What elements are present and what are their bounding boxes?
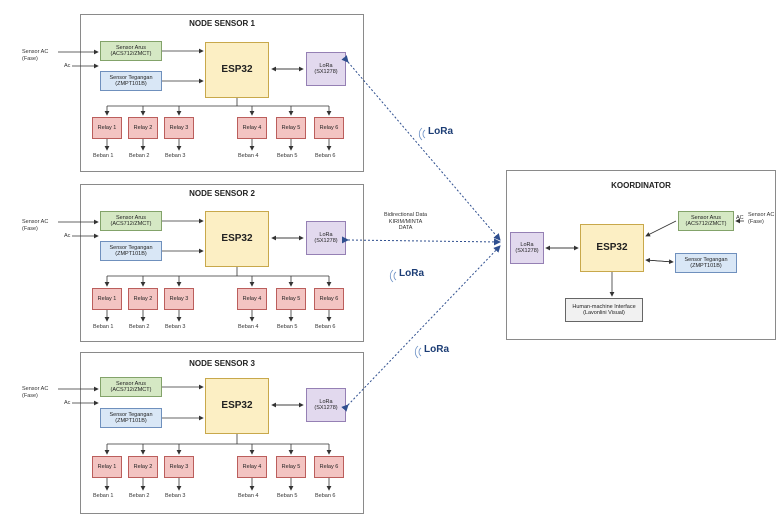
node-2-beban-4: Beban 4	[238, 324, 259, 330]
node-2-beban-6: Beban 6	[315, 324, 336, 330]
node-2-beban-1: Beban 1	[93, 324, 114, 330]
node-2-sensor-arus: Sensor Arus (ACS712/ZMCT)	[100, 211, 162, 231]
node-2-beban-5: Beban 5	[277, 324, 298, 330]
node-3-beban-1: Beban 1	[93, 493, 114, 499]
node-sensor-1-title: NODE SENSOR 1	[189, 19, 255, 28]
node-2-lora-module: LoRa (SX1278)	[306, 221, 346, 255]
node-2-sensor-tegangan: Sensor Tegangan (ZMPT101B)	[100, 241, 162, 261]
node-1-relay-1: Relay 1	[92, 117, 122, 139]
node-3-relay-5: Relay 5	[276, 456, 306, 478]
node-1-beban-1: Beban 1	[93, 153, 114, 159]
node-1-relay-2: Relay 2	[128, 117, 158, 139]
node-3-beban-4: Beban 4	[238, 493, 259, 499]
node-1-relay-3: Relay 3	[164, 117, 194, 139]
lora-label-3: LoRa	[424, 344, 449, 355]
node-1-sensor-input-label: Sensor AC (Fase)	[22, 49, 49, 62]
node-1-sensor-arus: Sensor Arus (ACS712/ZMCT)	[100, 41, 162, 61]
node-1-sensor-tegangan: Sensor Tegangan (ZMPT101B)	[100, 71, 162, 91]
lora-label-1: LoRa	[428, 126, 453, 137]
node-1-beban-3: Beban 3	[165, 153, 186, 159]
node-1-relay-4: Relay 4	[237, 117, 267, 139]
lora-label-2: LoRa	[399, 268, 424, 279]
node-sensor-2-title: NODE SENSOR 2	[189, 189, 255, 198]
node-1-lora-module: LoRa (SX1278)	[306, 52, 346, 86]
node-2-relay-3: Relay 3	[164, 288, 194, 310]
node-1-relay-5: Relay 5	[276, 117, 306, 139]
node-1-beban-6: Beban 6	[315, 153, 336, 159]
node-3-relay-4: Relay 4	[237, 456, 267, 478]
node-3-sensor-tegangan: Sensor Tegangan (ZMPT101B)	[100, 408, 162, 428]
link-note: Bidirectional Data KIRIM/MINTA DATA	[384, 212, 428, 231]
coordinator-sensor-arus: Sensor Arus (ACS712/ZMCT)	[678, 211, 734, 231]
node-3-relay-2: Relay 2	[128, 456, 158, 478]
lora-wave-icons	[389, 127, 426, 359]
node-2-relay-5: Relay 5	[276, 288, 306, 310]
node-2-sensor-input-label: Sensor AC (Fase)	[22, 219, 49, 232]
node-3-lora-module: LoRa (SX1278)	[306, 388, 346, 422]
node-3-sensor-input-suffix: Ac	[64, 400, 71, 406]
node-2-beban-2: Beban 2	[129, 324, 150, 330]
node-3-sensor-input-label: Sensor AC (Fase)	[22, 386, 49, 399]
node-3-beban-2: Beban 2	[129, 493, 150, 499]
node-2-beban-3: Beban 3	[165, 324, 186, 330]
node-1-beban-4: Beban 4	[238, 153, 259, 159]
node-2-relay-4: Relay 4	[237, 288, 267, 310]
coordinator-sensor-tegangan: Sensor Tegangan (ZMPT101B)	[675, 253, 737, 273]
node-3-sensor-arus: Sensor Arus (ACS712/ZMCT)	[100, 377, 162, 397]
coordinator-hmi: Human-machine Interface (Lavonlini Visua…	[565, 298, 643, 322]
node-3-beban-3: Beban 3	[165, 493, 186, 499]
node-2-relay-6: Relay 6	[314, 288, 344, 310]
coordinator-lora-module: LoRa (SX1278)	[510, 232, 544, 264]
node-3-beban-5: Beban 5	[277, 493, 298, 499]
node-3-relay-3: Relay 3	[164, 456, 194, 478]
coordinator-sensor-input-suffix: AC	[736, 215, 744, 221]
coordinator-sensor-input-label: Sensor AC (Fase)	[748, 212, 775, 225]
coordinator-title: KOORDINATOR	[611, 181, 671, 190]
node-3-esp32: ESP32	[205, 378, 269, 434]
node-3-relay-1: Relay 1	[92, 456, 122, 478]
node-2-relay-1: Relay 1	[92, 288, 122, 310]
node-3-relay-6: Relay 6	[314, 456, 344, 478]
node-1-esp32: ESP32	[205, 42, 269, 98]
node-1-relay-6: Relay 6	[314, 117, 344, 139]
node-sensor-3-title: NODE SENSOR 3	[189, 359, 255, 368]
node-1-beban-2: Beban 2	[129, 153, 150, 159]
coordinator-esp32: ESP32	[580, 224, 644, 272]
node-1-sensor-input-suffix: Ac	[64, 63, 71, 69]
node-2-sensor-input-suffix: Ac	[64, 233, 71, 239]
node-1-beban-5: Beban 5	[277, 153, 298, 159]
node-3-beban-6: Beban 6	[315, 493, 336, 499]
node-2-esp32: ESP32	[205, 211, 269, 267]
node-2-relay-2: Relay 2	[128, 288, 158, 310]
